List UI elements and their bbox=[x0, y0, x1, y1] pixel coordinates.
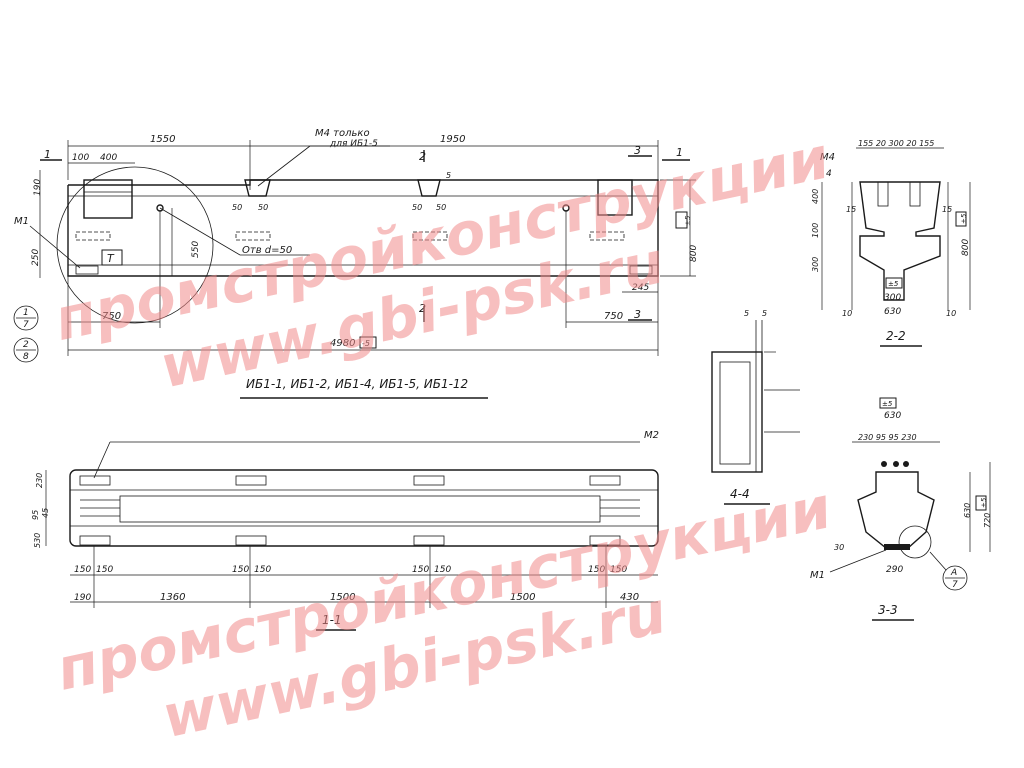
watermark: промстройконструкции www.gbi-psk.ru пром… bbox=[49, 124, 837, 752]
dim-530: 530 bbox=[33, 533, 42, 548]
s33-m1: М1 bbox=[810, 570, 825, 581]
dim-150-1: 150 bbox=[74, 565, 91, 575]
dim-750-right: 750 bbox=[604, 311, 623, 322]
s22-dim-100: 100 bbox=[811, 223, 820, 238]
hole-note: Отв d=50 bbox=[242, 245, 292, 256]
s33-tol-630: ±5 bbox=[882, 400, 893, 408]
s22-dim-15b: 15 bbox=[942, 205, 952, 214]
tol-800: ±5 bbox=[684, 215, 692, 226]
s33-dim-290: 290 bbox=[886, 565, 903, 575]
section-3-3-caption: 3-3 bbox=[878, 603, 898, 617]
s22-dim-4: 4 bbox=[826, 169, 832, 179]
dim-550: 550 bbox=[191, 241, 201, 258]
node-1-den: 7 bbox=[23, 320, 29, 330]
dim-4980: 4980 bbox=[330, 338, 355, 349]
s22-dim-300b: 300 bbox=[884, 293, 901, 303]
s33-dim-30: 30 bbox=[834, 543, 844, 552]
dim-150-3: 150 bbox=[232, 565, 249, 575]
dim-250: 250 bbox=[31, 249, 41, 266]
section-3-3: ±5 630 230 95 95 230 630 720 ±5 30 290 М… bbox=[810, 397, 992, 621]
tol-4980: -5 bbox=[362, 339, 370, 348]
section-4-4: 5 5 4-4 bbox=[711, 309, 800, 505]
dim-750: 750 bbox=[102, 311, 121, 322]
s33-dim-720: 720 bbox=[983, 513, 992, 528]
dim-150-6: 150 bbox=[434, 565, 451, 575]
s33-top-dims: 230 95 95 230 bbox=[858, 433, 917, 442]
dim-1550: 1550 bbox=[150, 134, 175, 145]
s22-dim-300: 300 bbox=[811, 257, 820, 272]
s22-dim-15a: 15 bbox=[846, 205, 856, 214]
m4-note-line1: М4 только bbox=[315, 128, 370, 139]
s33-dim-630v: 630 bbox=[963, 503, 972, 518]
section-1-1-caption: 1-1 bbox=[322, 613, 342, 627]
dim-150-8: 150 bbox=[610, 565, 627, 575]
dim-50-c: 50 bbox=[412, 203, 422, 212]
dim-1500-b: 1500 bbox=[510, 592, 535, 603]
dim-1500-a: 1500 bbox=[330, 592, 355, 603]
s22-tol-300: ±5 bbox=[888, 280, 899, 288]
dim-150-2: 150 bbox=[96, 565, 113, 575]
section-mark-3-bottom: 3 bbox=[634, 308, 641, 321]
dim-50-d: 50 bbox=[436, 203, 446, 212]
m4-note-line2: для ИБ1-5 bbox=[329, 139, 378, 149]
s22-tol-800: ±5 bbox=[960, 213, 968, 224]
section-mark-1-right: 1 bbox=[676, 146, 683, 159]
s22-top-dims: 155 20 300 20 155 bbox=[858, 139, 934, 148]
section-mark-2-top: 2 bbox=[419, 150, 426, 163]
top-view: 1550 1950 100 400 Т 1 bbox=[13, 128, 699, 363]
node-2-den: 8 bbox=[23, 352, 29, 362]
dim-5-a: 5 bbox=[744, 309, 749, 318]
s22-m4: М4 bbox=[820, 152, 835, 163]
dim-5-b: 5 bbox=[762, 309, 767, 318]
s33-tol-720: ±5 bbox=[980, 497, 988, 508]
m1-label: М1 bbox=[14, 216, 29, 227]
dim-245: 245 bbox=[632, 283, 649, 293]
marks-title: ИБ1-1, ИБ1-2, ИБ1-4, ИБ1-5, ИБ1-12 bbox=[246, 377, 468, 391]
node-2-num: 2 bbox=[23, 340, 29, 350]
node-a-num: А bbox=[950, 568, 957, 578]
section-mark-1-left: 1 bbox=[44, 148, 51, 161]
dim-5: 5 bbox=[446, 171, 451, 180]
s22-dim-800: 800 bbox=[961, 239, 971, 256]
dim-190: 190 bbox=[33, 179, 43, 196]
dim-230: 230 bbox=[35, 473, 44, 488]
dim-800: 800 bbox=[689, 245, 699, 262]
section-mark-3-top: 3 bbox=[634, 144, 641, 157]
dim-1950: 1950 bbox=[440, 134, 465, 145]
s22-dim-400: 400 bbox=[811, 189, 820, 204]
s33-dim-630: 630 bbox=[884, 411, 901, 421]
dim-150-7: 150 bbox=[588, 565, 605, 575]
section-mark-2-bottom: 2 bbox=[419, 302, 426, 315]
section-4-4-caption: 4-4 bbox=[730, 487, 750, 501]
node-1-num: 1 bbox=[23, 308, 29, 318]
dim-50-b: 50 bbox=[258, 203, 268, 212]
s22-dim-10b: 10 bbox=[946, 309, 956, 318]
m2-label: М2 bbox=[644, 430, 659, 441]
dim-45: 45 bbox=[41, 508, 50, 518]
s22-dim-10a: 10 bbox=[842, 309, 852, 318]
plan-view: М2 230 95 45 530 150 150 150 150 150 150… bbox=[31, 430, 659, 631]
dim-1360: 1360 bbox=[160, 592, 185, 603]
node-a-den: 7 bbox=[952, 580, 958, 590]
dim-400: 400 bbox=[100, 153, 117, 163]
dim-190-plan: 190 bbox=[74, 593, 91, 603]
dim-430: 430 bbox=[620, 592, 639, 603]
t-mark: Т bbox=[107, 252, 115, 265]
section-2-2: 155 20 300 20 155 М4 4 15 15 400 100 300… bbox=[811, 139, 971, 347]
section-2-2-caption: 2-2 bbox=[886, 329, 906, 343]
dim-100: 100 bbox=[72, 153, 89, 163]
dim-150-4: 150 bbox=[254, 565, 271, 575]
dim-95: 95 bbox=[31, 510, 40, 520]
dim-50-a: 50 bbox=[232, 203, 242, 212]
dim-150-5: 150 bbox=[412, 565, 429, 575]
s22-dim-630: 630 bbox=[884, 307, 901, 317]
